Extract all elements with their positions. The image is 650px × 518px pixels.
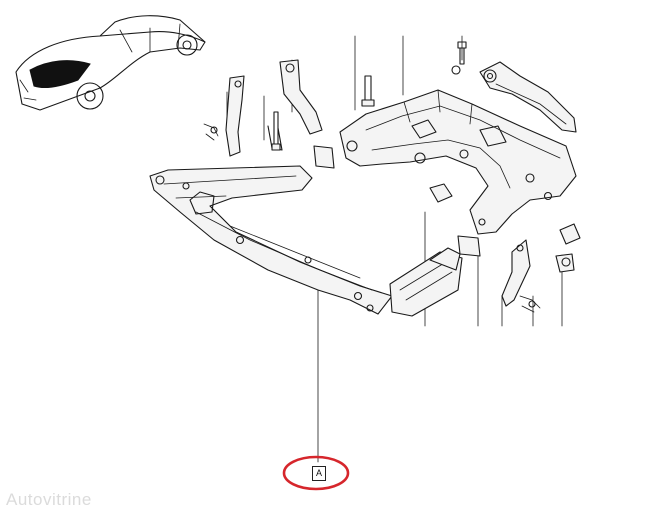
watermark: Autovitrine <box>6 490 92 509</box>
right-side-parts <box>429 183 581 313</box>
front-cross-member <box>149 165 463 317</box>
bolts <box>271 41 467 151</box>
highlight-circle <box>282 455 350 491</box>
callout-lines <box>226 35 563 463</box>
car-thumbnail <box>15 15 206 111</box>
rear-subframe <box>339 61 577 235</box>
reference-label: A <box>312 466 326 481</box>
left-brackets <box>203 59 335 169</box>
